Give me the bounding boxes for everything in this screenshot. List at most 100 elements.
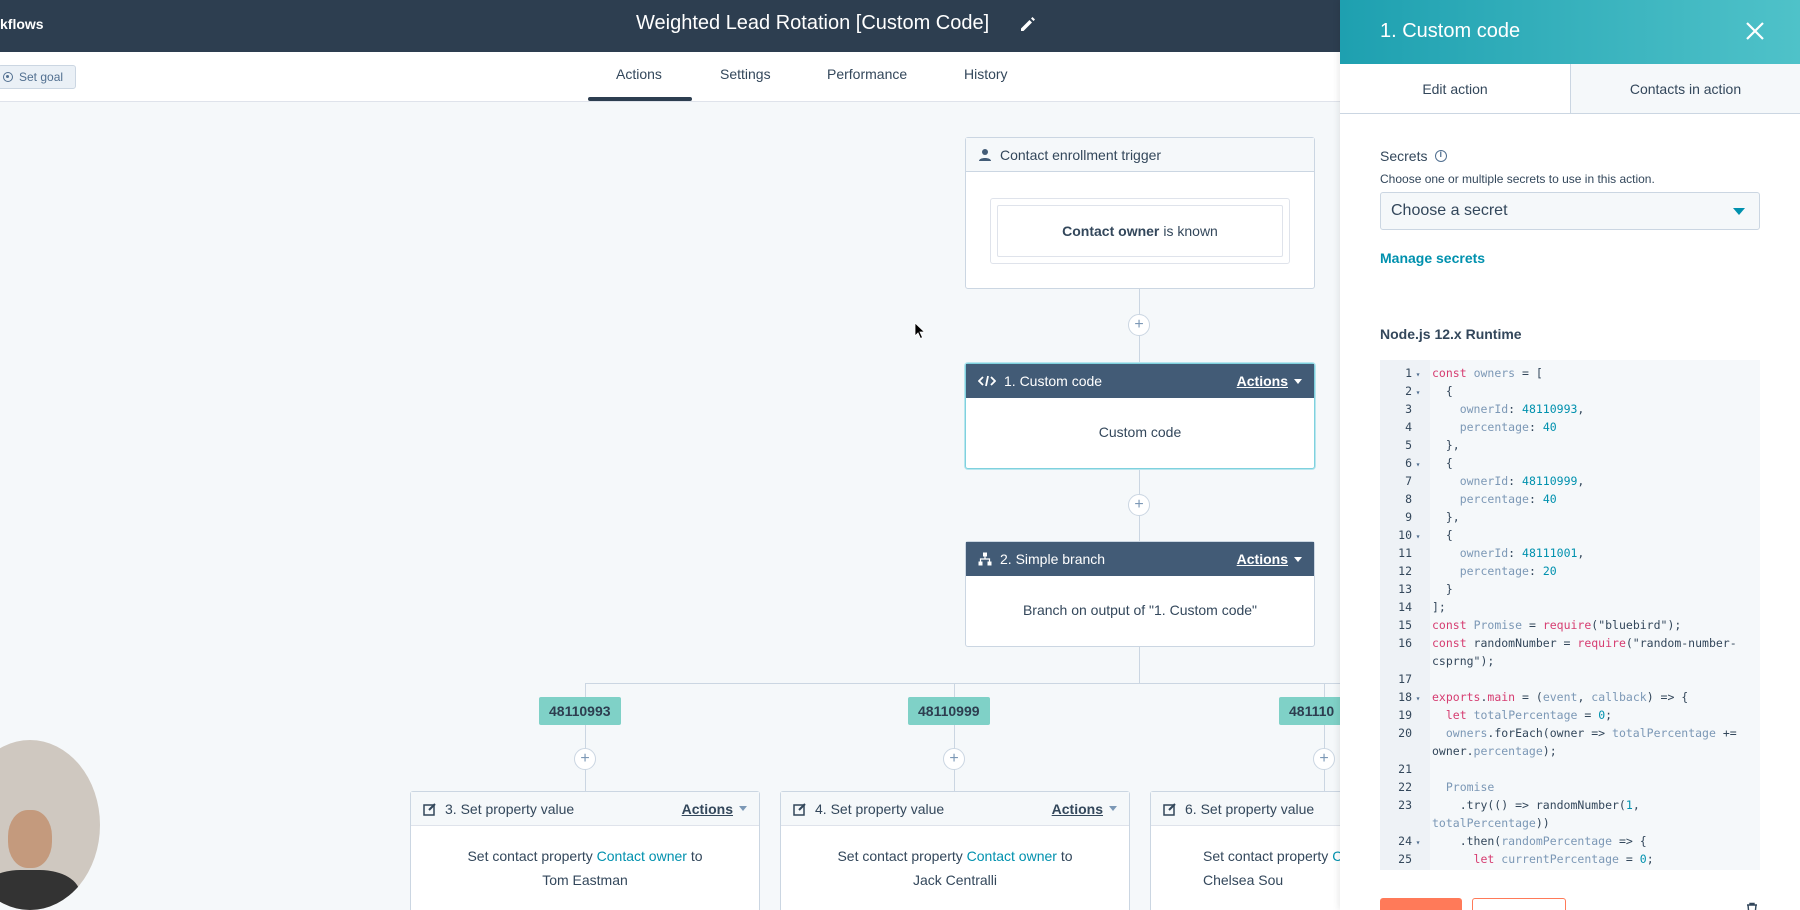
add-action-button[interactable]: + xyxy=(1128,314,1150,336)
fold-arrow-icon[interactable]: ▾ xyxy=(1415,370,1421,379)
panel-title: 1. Custom code xyxy=(1380,20,1521,42)
code-line: 12 percentage: 20 xyxy=(1398,564,1557,578)
code-line: 25 let currentPercentage = 0; xyxy=(1398,852,1654,866)
branch-badge[interactable]: 48110993 xyxy=(539,697,621,725)
code-line: 11 ownerId: 48111001, xyxy=(1398,546,1585,560)
tab-history[interactable]: History xyxy=(964,66,1008,82)
manage-secrets-link[interactable]: Manage secrets xyxy=(1380,250,1486,266)
code-line: 4 percentage: 40 xyxy=(1405,420,1557,434)
set-property-card[interactable]: 4. Set property value Actions Set contac… xyxy=(780,791,1130,910)
trash-icon[interactable] xyxy=(1745,902,1759,910)
fold-arrow-icon[interactable]: ▾ xyxy=(1415,388,1421,397)
caret-down-icon xyxy=(1733,208,1745,215)
breadcrumb[interactable]: kflows xyxy=(0,16,44,32)
set-property-header: 6. Set property value xyxy=(1151,792,1350,826)
simple-branch-header: 2. Simple branch Actions xyxy=(966,542,1314,576)
tab-actions[interactable]: Actions xyxy=(616,66,662,82)
workflow-canvas[interactable]: + + + + + Contact enrollment trigger Con… xyxy=(0,103,1350,910)
cancel-button[interactable] xyxy=(1472,898,1566,910)
code-line: 18▾exports.main = (event, callback) => { xyxy=(1380,688,1760,706)
code-line: 8 percentage: 40 xyxy=(1405,492,1557,506)
tab-edit-action[interactable]: Edit action xyxy=(1340,64,1570,113)
fold-arrow-icon[interactable]: ▾ xyxy=(1415,694,1421,703)
branch-badge[interactable]: 481110 xyxy=(1279,697,1345,725)
code-line: 2▾ { xyxy=(1380,382,1760,400)
runtime-label: Node.js 12.x Runtime xyxy=(1380,326,1522,342)
set-property-header: 4. Set property value Actions xyxy=(781,792,1129,826)
set-property-title: 6. Set property value xyxy=(1185,800,1315,817)
tab-settings[interactable]: Settings xyxy=(720,66,771,82)
code-line: 20 owners.forEach(owner => totalPercenta… xyxy=(1398,726,1737,740)
secret-select[interactable]: Choose a secret xyxy=(1380,192,1760,230)
custom-code-header: 1. Custom code Actions xyxy=(966,364,1314,398)
workflow-title: Weighted Lead Rotation [Custom Code] xyxy=(636,12,990,34)
info-icon[interactable] xyxy=(1435,149,1448,162)
secret-select-value: Choose a secret xyxy=(1391,202,1508,219)
code-line: 21 xyxy=(1398,762,1412,776)
trigger-property: Contact owner xyxy=(1062,223,1160,239)
pencil-icon[interactable] xyxy=(1018,14,1038,34)
active-tab-indicator xyxy=(588,97,692,101)
code-line: 14]; xyxy=(1398,600,1446,614)
presenter-video-avatar xyxy=(0,740,100,910)
caret-down-icon xyxy=(1109,806,1117,811)
enrollment-trigger-card[interactable]: Contact enrollment trigger Contact owner… xyxy=(965,137,1315,289)
actions-dropdown[interactable]: Actions xyxy=(1237,551,1302,567)
code-line: 10▾ { xyxy=(1380,526,1760,544)
simple-branch-title: 2. Simple branch xyxy=(1000,551,1106,567)
code-line: owner.percentage); xyxy=(1432,744,1557,758)
actions-dropdown[interactable]: Actions xyxy=(1052,801,1117,817)
trigger-title: Contact enrollment trigger xyxy=(1000,146,1162,163)
code-line: 3 ownerId: 48110993, xyxy=(1405,402,1585,416)
set-property-card[interactable]: 6. Set property value Set contact proper… xyxy=(1150,791,1350,910)
caret-down-icon xyxy=(1294,556,1302,562)
fold-arrow-icon[interactable]: ▾ xyxy=(1415,838,1421,847)
simple-branch-card[interactable]: 2. Simple branch Actions Branch on outpu… xyxy=(965,541,1315,647)
branch-badge[interactable]: 48110999 xyxy=(908,697,990,725)
property-link[interactable]: C xyxy=(1332,848,1343,864)
secrets-help-text: Choose one or multiple secrets to use in… xyxy=(1380,172,1655,186)
code-line: 7 ownerId: 48110999, xyxy=(1405,474,1585,488)
trigger-condition-box[interactable]: Contact owner is known xyxy=(990,198,1290,264)
mouse-cursor-icon xyxy=(914,322,926,340)
custom-code-card[interactable]: 1. Custom code Actions Custom code xyxy=(965,363,1315,469)
set-goal-button[interactable]: Set goal xyxy=(0,65,77,89)
set-property-body: Set contact property Contact owner to To… xyxy=(467,848,703,888)
code-line: 6▾ { xyxy=(1380,454,1760,472)
close-icon[interactable] xyxy=(1744,20,1766,42)
panel-header: 1. Custom code xyxy=(1340,0,1800,64)
edit-icon xyxy=(1163,802,1176,816)
connector-line xyxy=(1324,683,1325,893)
target-icon xyxy=(3,72,13,82)
set-property-card[interactable]: 3. Set property value Actions Set contac… xyxy=(410,791,760,910)
code-icon xyxy=(978,375,996,387)
fold-arrow-icon[interactable]: ▾ xyxy=(1415,460,1421,469)
tab-performance[interactable]: Performance xyxy=(827,66,908,82)
connector-line xyxy=(585,683,1340,684)
code-line: csprng"); xyxy=(1432,654,1495,668)
actions-dropdown[interactable]: Actions xyxy=(682,801,747,817)
fold-arrow-icon[interactable]: ▾ xyxy=(1415,532,1421,541)
set-property-body: Set contact property Contact owner to Ja… xyxy=(837,848,1073,888)
property-link[interactable]: Contact owner xyxy=(596,848,687,864)
code-line: 24▾ .then(randomPercentage => { xyxy=(1380,832,1760,850)
custom-code-body: Custom code xyxy=(1098,424,1182,440)
add-action-button[interactable]: + xyxy=(1128,494,1150,516)
property-link[interactable]: Contact owner xyxy=(966,848,1057,864)
code-line: 1▾const owners = [ xyxy=(1380,364,1760,382)
code-line: 19 let totalPercentage = 0; xyxy=(1398,708,1613,722)
add-action-button[interactable]: + xyxy=(943,748,965,770)
code-editor[interactable]: 1▾const owners = [2▾ { 3 ownerId: 4811099… xyxy=(1380,360,1760,870)
add-action-button[interactable]: + xyxy=(574,748,596,770)
tab-contacts-in-action[interactable]: Contacts in action xyxy=(1570,64,1800,113)
connector-line xyxy=(1139,647,1140,683)
caret-down-icon xyxy=(1294,378,1302,384)
save-button[interactable] xyxy=(1380,898,1462,910)
trigger-operator: is known xyxy=(1163,223,1218,239)
property-value: Chelsea Sou xyxy=(1203,872,1284,888)
contact-icon xyxy=(979,148,991,161)
add-action-button[interactable]: + xyxy=(1313,748,1335,770)
actions-dropdown[interactable]: Actions xyxy=(1237,373,1302,389)
